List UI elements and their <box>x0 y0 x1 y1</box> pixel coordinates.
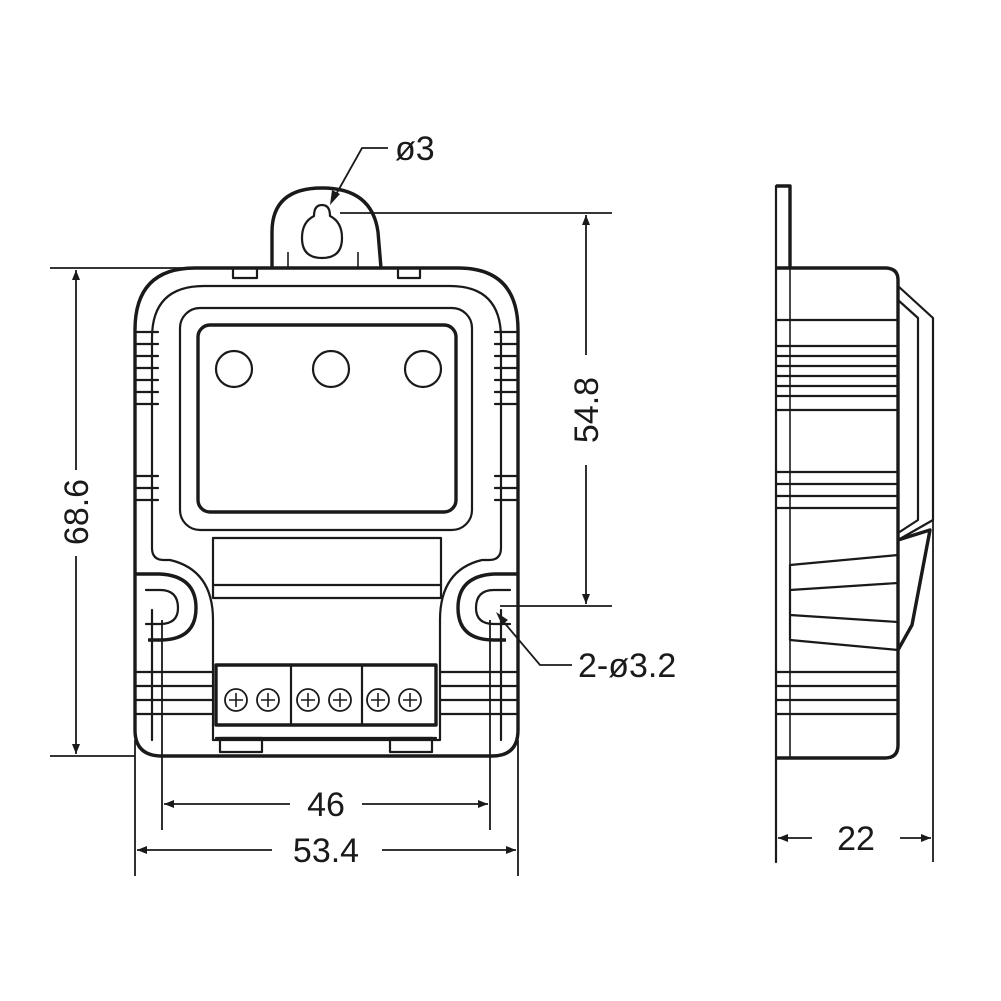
mounting-holes-label: 2-ø3.2 <box>578 647 676 685</box>
mounting-slot-left <box>135 572 198 642</box>
terminal-screw-1 <box>224 688 248 712</box>
hanging-hole-callout: ø3 <box>330 130 435 205</box>
mounting-holes-callout: 2-ø3.2 <box>496 612 676 685</box>
mounting-slot-right <box>456 572 518 642</box>
dim-hole-spacing-horizontal: 46 <box>161 620 491 830</box>
dim-hole-spacing-horizontal-label: 46 <box>307 786 345 824</box>
front-view <box>133 186 520 758</box>
label-plate-outer <box>178 306 474 532</box>
terminal-screw-4 <box>328 688 352 712</box>
enclosure-inner-rim <box>150 284 503 742</box>
terminal-block <box>214 663 438 754</box>
terminal-screw-2 <box>256 688 280 712</box>
label-plate-inner <box>196 323 458 514</box>
led-indicator-3 <box>403 349 443 389</box>
side-body-outline <box>776 266 900 760</box>
left-ribs <box>133 330 215 716</box>
dim-width-total-label: 53.4 <box>293 832 359 870</box>
terminal-screw-3 <box>296 688 320 712</box>
dim-width-total: 53.4 <box>134 740 519 876</box>
terminal-screw-5 <box>366 688 390 712</box>
hanging-hole <box>300 203 344 260</box>
dim-hole-spacing-vertical-label: 54.8 <box>568 377 606 443</box>
hanging-hole-label: ø3 <box>395 130 435 168</box>
dim-height-total: 68.6 <box>50 267 190 757</box>
terminal-screw-6 <box>398 688 422 712</box>
side-view <box>774 184 935 864</box>
cable-gland <box>896 528 932 651</box>
dim-depth: 22 <box>778 520 934 862</box>
enclosure-outline <box>133 266 520 758</box>
hanging-tab <box>270 186 383 269</box>
dim-depth-label: 22 <box>837 820 875 858</box>
dim-hole-spacing-vertical: 54.8 <box>340 212 612 607</box>
led-indicator-2 <box>311 349 351 389</box>
right-ribs <box>439 330 520 716</box>
led-indicator-1 <box>214 349 254 389</box>
dim-height-total-label: 68.6 <box>58 479 96 545</box>
